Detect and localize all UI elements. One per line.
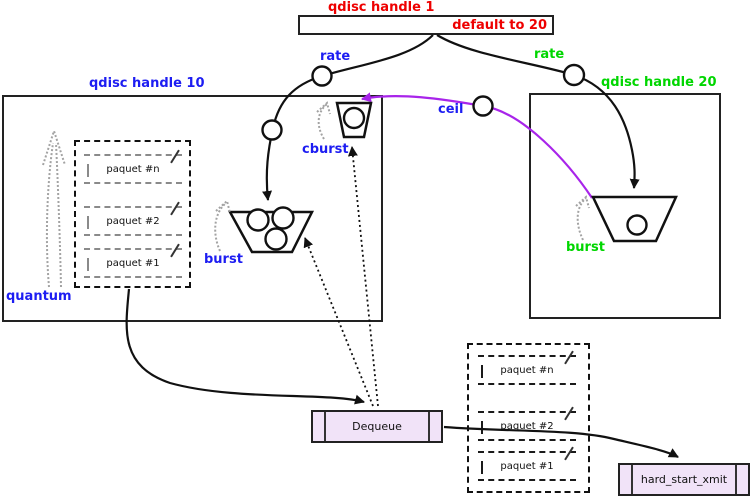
hard-start-xmit-box: hard_start_xmit xyxy=(618,463,750,496)
xmit-label: hard_start_xmit xyxy=(640,473,728,486)
packet-item: paquet #2 xyxy=(478,406,576,441)
output-packet-queue xyxy=(467,343,590,493)
packet-tick xyxy=(87,258,89,271)
packet-label: paquet #2 xyxy=(106,215,160,227)
packet-tick xyxy=(481,365,483,378)
qdisc-20-box xyxy=(529,93,721,319)
qdisc-10-box xyxy=(2,95,383,322)
dequeue-box: Dequeue xyxy=(311,410,443,443)
packet-label: paquet #1 xyxy=(500,460,554,472)
packet-tick xyxy=(87,216,89,229)
token-on-ceil xyxy=(472,95,494,117)
packet-label: paquet #2 xyxy=(500,420,554,432)
packet-tick xyxy=(481,461,483,474)
class10-packet-queue xyxy=(74,140,191,288)
packet-item: paquet #1 xyxy=(478,446,576,481)
default-class-label: default to 20 xyxy=(452,17,547,33)
packet-item: paquet #1 xyxy=(84,243,182,278)
qdisc-20-title: qdisc handle 20 xyxy=(601,75,717,90)
packet-item: paquet #n xyxy=(84,149,182,184)
packet-item: paquet #n xyxy=(478,350,576,385)
token-on-rate-left xyxy=(311,65,333,87)
packet-tick xyxy=(481,421,483,434)
ceil-label: ceil xyxy=(438,102,464,117)
burst-label-class20: burst xyxy=(566,240,605,255)
qdisc-10-title: qdisc handle 10 xyxy=(89,76,205,91)
packet-label: paquet #1 xyxy=(106,257,160,269)
burst-label-class10: burst xyxy=(204,252,243,267)
packet-tick xyxy=(87,164,89,177)
packet-item: paquet #2 xyxy=(84,201,182,236)
qdisc-1-title: qdisc handle 1 xyxy=(328,0,435,15)
qdisc-1-box: default to 20 xyxy=(298,15,554,35)
quantum-label: quantum xyxy=(6,289,72,304)
dequeue-label: Dequeue xyxy=(352,420,402,433)
packet-label: paquet #n xyxy=(106,163,160,175)
packet-label: paquet #n xyxy=(500,364,554,376)
rate-label-class20: rate xyxy=(534,47,565,62)
cburst-label: cburst xyxy=(302,142,349,157)
token-on-rate-right xyxy=(562,63,586,87)
rate-label-class10: rate xyxy=(320,49,351,64)
